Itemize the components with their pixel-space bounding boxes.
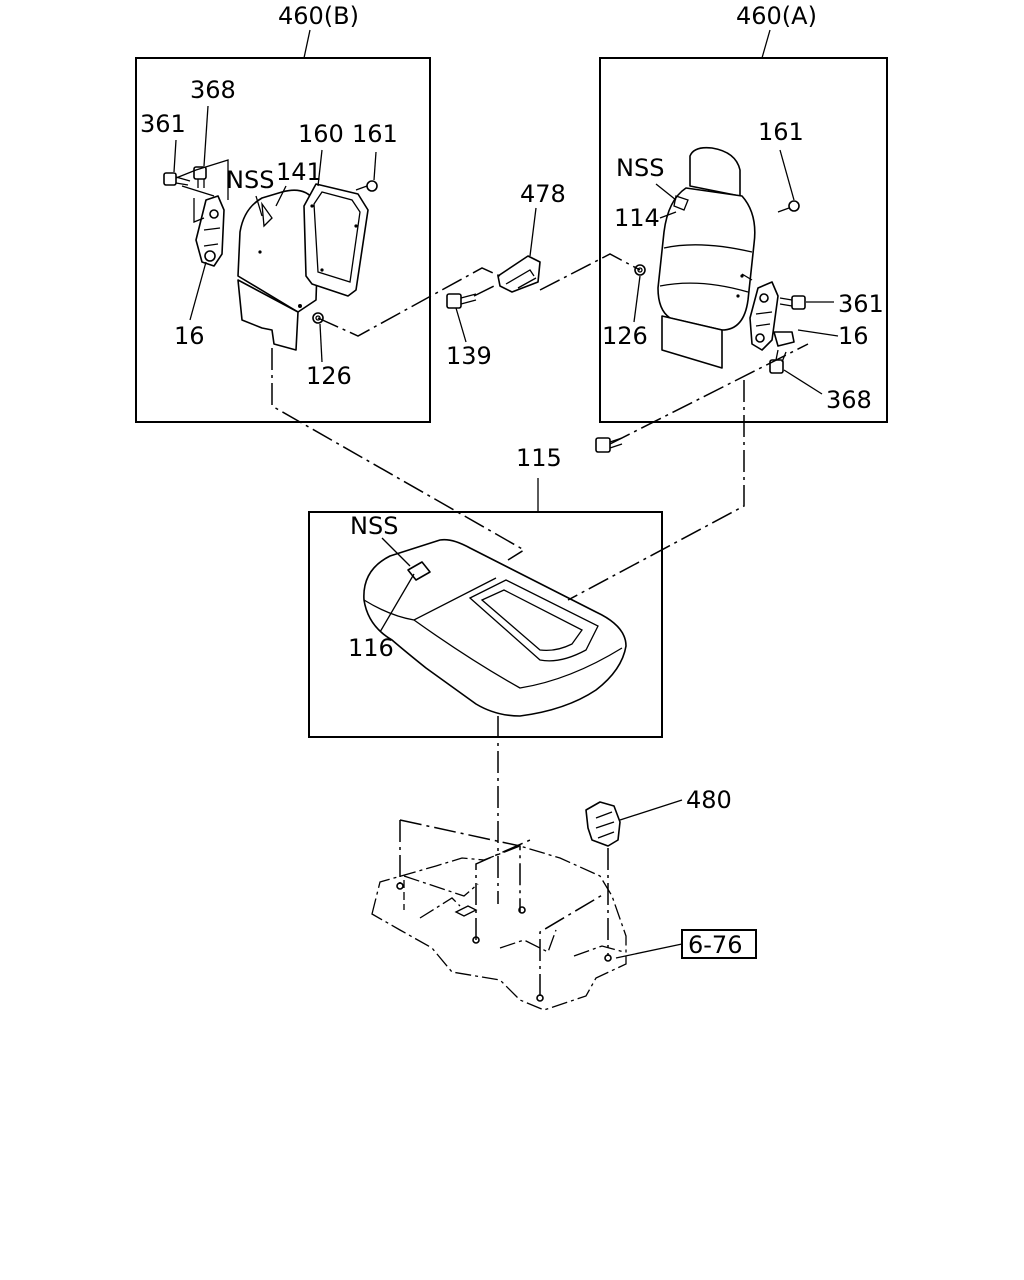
callout-126-a: 126	[602, 322, 648, 350]
group-460b-frame	[135, 57, 431, 423]
seat-back-a	[657, 146, 756, 369]
group-460a: 460(A)	[595, 2, 888, 453]
reference-6-76[interactable]: 6-76	[681, 929, 757, 959]
part-361-bolt-b	[163, 172, 191, 186]
callout-368-b: 368	[190, 76, 236, 104]
callout-nss-b: NSS	[226, 166, 274, 194]
callout-361-a: 361	[838, 290, 884, 318]
part-161-clip-b	[355, 180, 378, 192]
part-139-bolt	[446, 293, 477, 309]
assembly-lines	[271, 253, 809, 996]
group-115-label: 115	[516, 444, 562, 472]
callout-16-b: 16	[174, 322, 205, 350]
callout-139: 139	[446, 342, 492, 370]
callout-nss-c: NSS	[350, 512, 398, 540]
callout-478: 478	[520, 180, 566, 208]
group-460a-label: 460(A)	[736, 2, 817, 30]
part-161-clip-a	[777, 200, 800, 213]
callout-16-a: 16	[838, 322, 869, 350]
group-460b-label: 460(B)	[278, 2, 359, 30]
callout-nss-a: NSS	[616, 154, 664, 182]
part-368-loose-bolt	[595, 437, 623, 453]
callout-116: 116	[348, 634, 394, 662]
callout-126-b: 126	[306, 362, 352, 390]
floor-panel: 480 6-76	[371, 786, 757, 1011]
reference-label: 6-76	[688, 931, 742, 959]
part-361-bolt-a	[779, 295, 806, 310]
seat-back-b-panel	[237, 189, 320, 351]
part-16-hinge-a	[749, 281, 795, 351]
callout-368-a: 368	[826, 386, 872, 414]
callout-361-b: 361	[140, 110, 186, 138]
part-160-frame	[303, 183, 369, 297]
part-478-bracket	[497, 255, 541, 293]
part-368-bolt-a	[769, 349, 787, 374]
callout-161-a: 161	[758, 118, 804, 146]
group-115: 115 NSS 116	[308, 444, 663, 738]
callout-160: 160	[298, 120, 344, 148]
seat-cushion	[363, 538, 627, 717]
part-16-hinge-b	[195, 195, 225, 267]
callout-161-b: 161	[352, 120, 398, 148]
group-115-frame	[308, 511, 663, 738]
callout-114: 114	[614, 204, 660, 232]
center-parts: 478 139	[446, 180, 566, 370]
callout-480: 480	[686, 786, 732, 814]
group-460b: 460(B)	[135, 2, 431, 423]
callout-141: 141	[276, 158, 322, 186]
part-480-clip	[585, 801, 621, 847]
